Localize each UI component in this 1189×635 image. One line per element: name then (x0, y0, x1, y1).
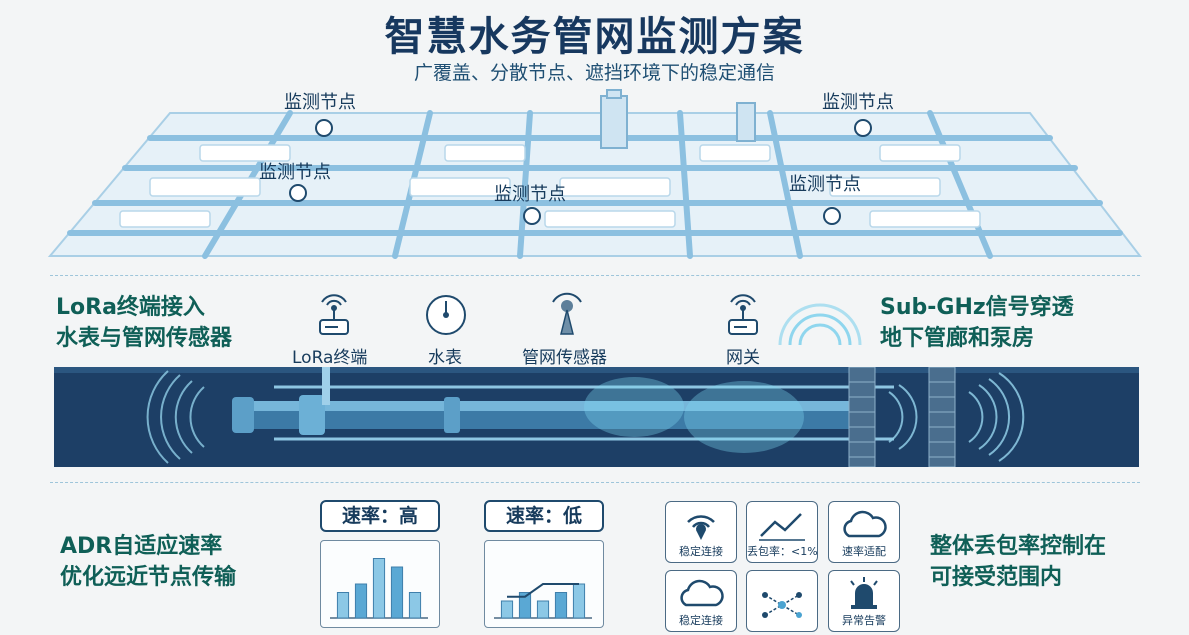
chart-bar (354, 583, 368, 619)
status-tile-alarm: 异常告警 (828, 570, 900, 632)
city-node-label: 监测节点 (789, 174, 861, 195)
status-tile-stable-connection-2: 稳定连接 (665, 570, 737, 632)
alarm-bell-icon (850, 577, 878, 609)
rate-low-badge: 速率：低 (484, 500, 604, 532)
wifi-icon (687, 515, 715, 540)
section-divider (50, 275, 1140, 276)
gateway-icon (728, 294, 758, 335)
chart-bar (518, 592, 532, 619)
chart-bar (336, 592, 350, 619)
network-nodes-icon (762, 592, 802, 618)
subghz-penetration-title: Sub-GHz信号穿透 地下管廊和泵房 (880, 295, 1074, 351)
chart-rate-line (507, 583, 579, 598)
chart-bar (554, 592, 568, 619)
water-meter-label: 水表 (428, 348, 462, 368)
status-tile-stable-connection: 稳定连接 (665, 501, 737, 563)
wireless-signal-icon (778, 303, 862, 346)
chart-bar (390, 566, 404, 619)
gateway-label: 网关 (726, 348, 760, 368)
city-node-label: 监测节点 (494, 184, 566, 205)
rate-high-bar-chart (330, 558, 428, 619)
rate-low-bar-chart (494, 583, 592, 619)
section-divider (50, 482, 1140, 483)
page-title: 智慧水务管网监测方案 (384, 14, 805, 60)
city-node-label: 监测节点 (284, 92, 356, 113)
underground-pipeline-illustration (54, 367, 1139, 467)
pipe-sensor-label: 管网传感器 (522, 348, 607, 368)
water-meter-icon (426, 295, 466, 335)
map-pin-icon (289, 184, 307, 202)
packet-loss-title: 整体丢包率控制在 可接受范围内 (930, 534, 1107, 590)
chart-bar (500, 600, 514, 619)
status-tile-rate-adaptation: 速率适配 (828, 501, 900, 563)
city-node-label: 监测节点 (822, 92, 894, 113)
lora-terminal-icon (319, 294, 349, 335)
pipe-sensor-icon (552, 292, 582, 335)
lora-access-title: LoRa终端接入 水表与管网传感器 (56, 295, 233, 351)
chart-bar (572, 583, 586, 619)
cloud-icon (843, 510, 887, 538)
chart-bar (536, 600, 550, 619)
chart-bar (372, 558, 386, 619)
map-pin-icon (523, 207, 541, 225)
rate-high-badge: 速率：高 (320, 500, 440, 532)
cloud-icon (680, 579, 724, 607)
status-tile-packet-loss: 丢包率：<1% (746, 501, 818, 563)
map-pin-icon (823, 207, 841, 225)
adr-title: ADR自适应速率 优化远近节点传输 (60, 534, 237, 590)
status-tile-network (746, 570, 818, 632)
lora-terminal-label: LoRa终端 (292, 348, 368, 368)
trend-line-icon (759, 513, 805, 541)
map-pin-icon (854, 119, 872, 137)
page-subtitle: 广覆盖、分散节点、遮挡环境下的稳定通信 (413, 62, 775, 84)
map-pin-icon (315, 119, 333, 137)
city-node-label: 监测节点 (259, 162, 331, 183)
chart-bar (408, 592, 422, 619)
city-map-illustration (47, 89, 1143, 259)
